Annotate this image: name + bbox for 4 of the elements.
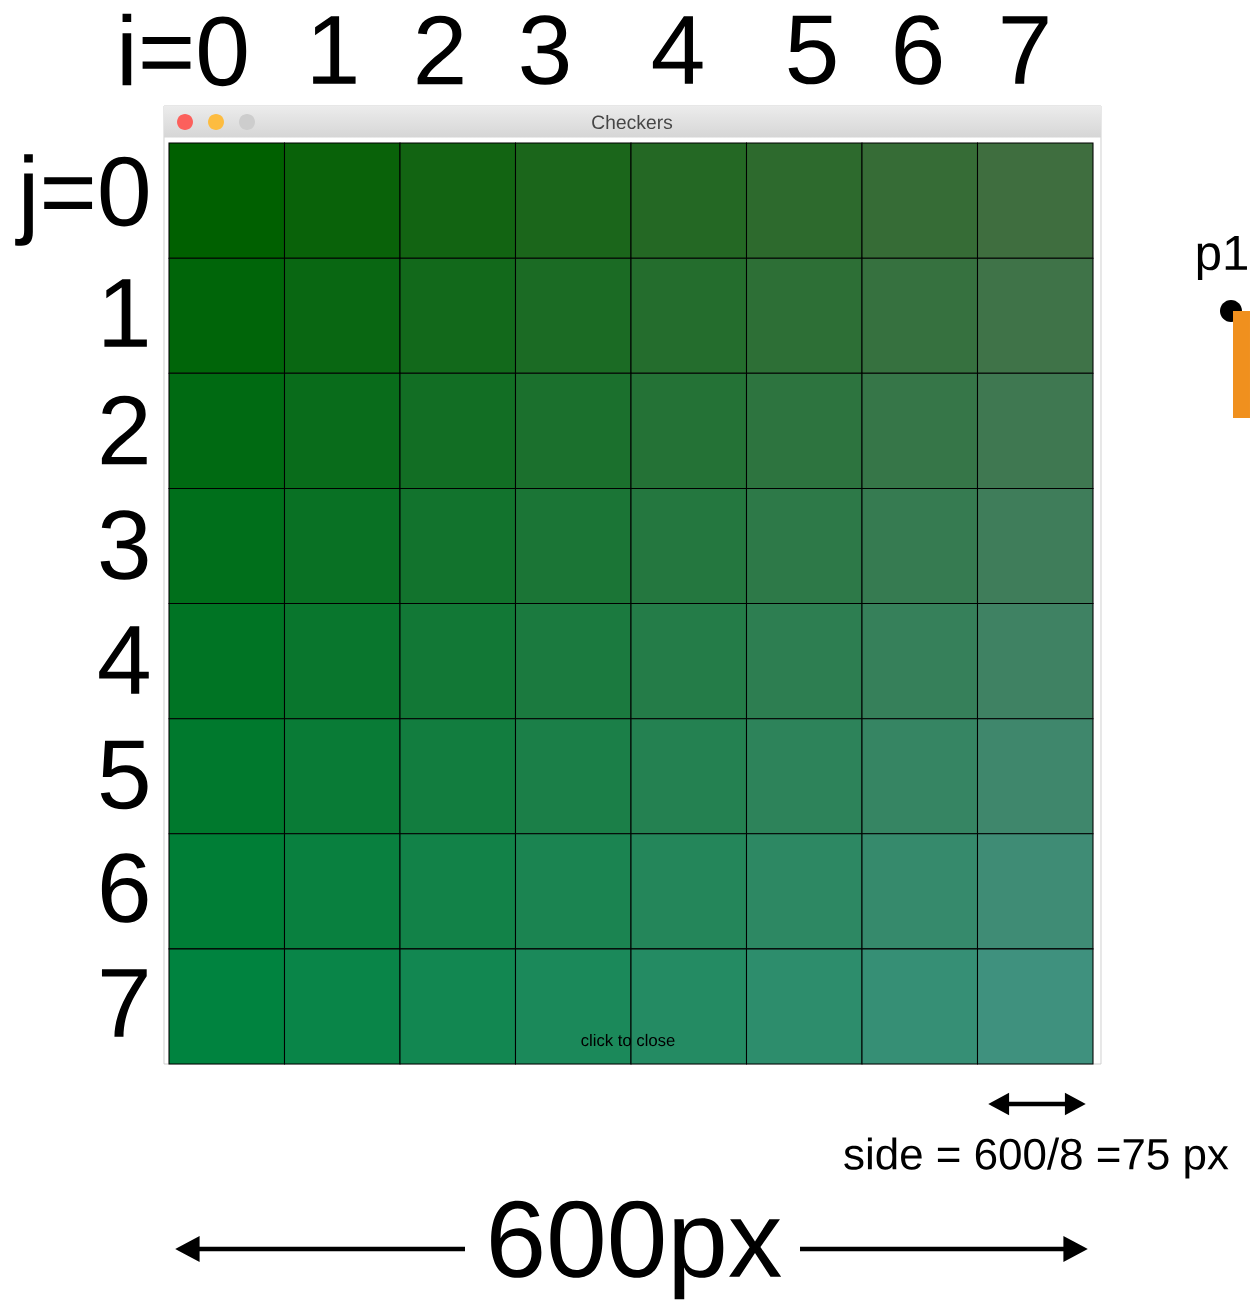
dimension-label: 600px [491, 1200, 782, 1300]
column-index: i=0 [122, 13, 247, 87]
dimension-label: side = 600/8 =75 px [844, 1137, 1229, 1179]
point-label: p1 [1197, 236, 1247, 281]
